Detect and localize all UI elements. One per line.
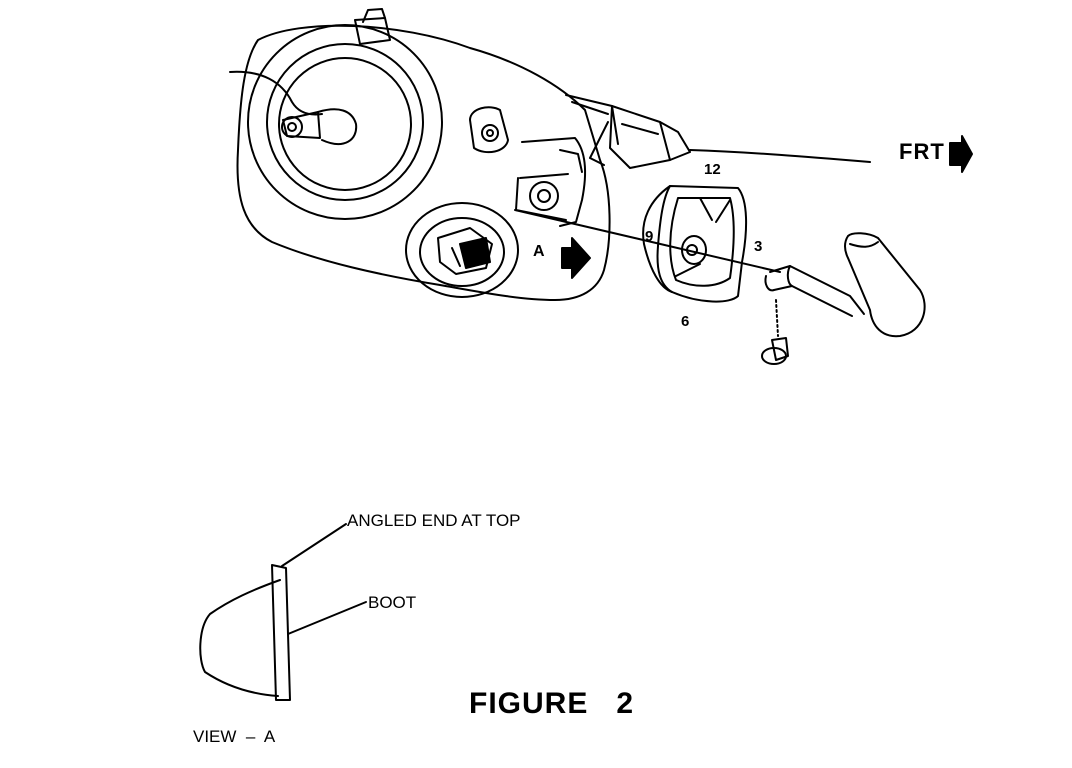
view-a-arrow-label: A — [533, 243, 545, 260]
steering-shaft — [229, 70, 358, 145]
signal-lever — [764, 232, 926, 338]
view-caption: VIEW – A — [193, 727, 276, 746]
front-direction-label: FRT — [899, 139, 945, 164]
boot-seal — [642, 185, 748, 303]
boot-leader — [287, 601, 367, 635]
mounting-boss — [469, 106, 509, 154]
angled-end-callout: ANGLED END AT TOP — [347, 511, 521, 530]
steering-column-housing — [236, 8, 611, 301]
ignition-lock — [405, 202, 519, 298]
clock-position-6: 6 — [681, 313, 690, 330]
alignment-line — [514, 209, 781, 273]
boot-callout: BOOT — [368, 593, 417, 612]
view-a-boot-detail — [199, 564, 291, 701]
clock-position-12: 12 — [704, 161, 721, 178]
wiring-connector — [565, 94, 691, 169]
view-a-arrow — [561, 237, 591, 279]
mounting-screw — [761, 299, 789, 365]
angled-end-leader — [281, 523, 347, 567]
front-arrow — [949, 135, 973, 173]
column-hub — [247, 24, 443, 220]
clock-position-9: 9 — [645, 228, 654, 245]
figure-title: FIGURE 2 — [469, 687, 635, 720]
clock-position-3: 3 — [754, 238, 763, 255]
housing-edge-line — [689, 149, 871, 163]
